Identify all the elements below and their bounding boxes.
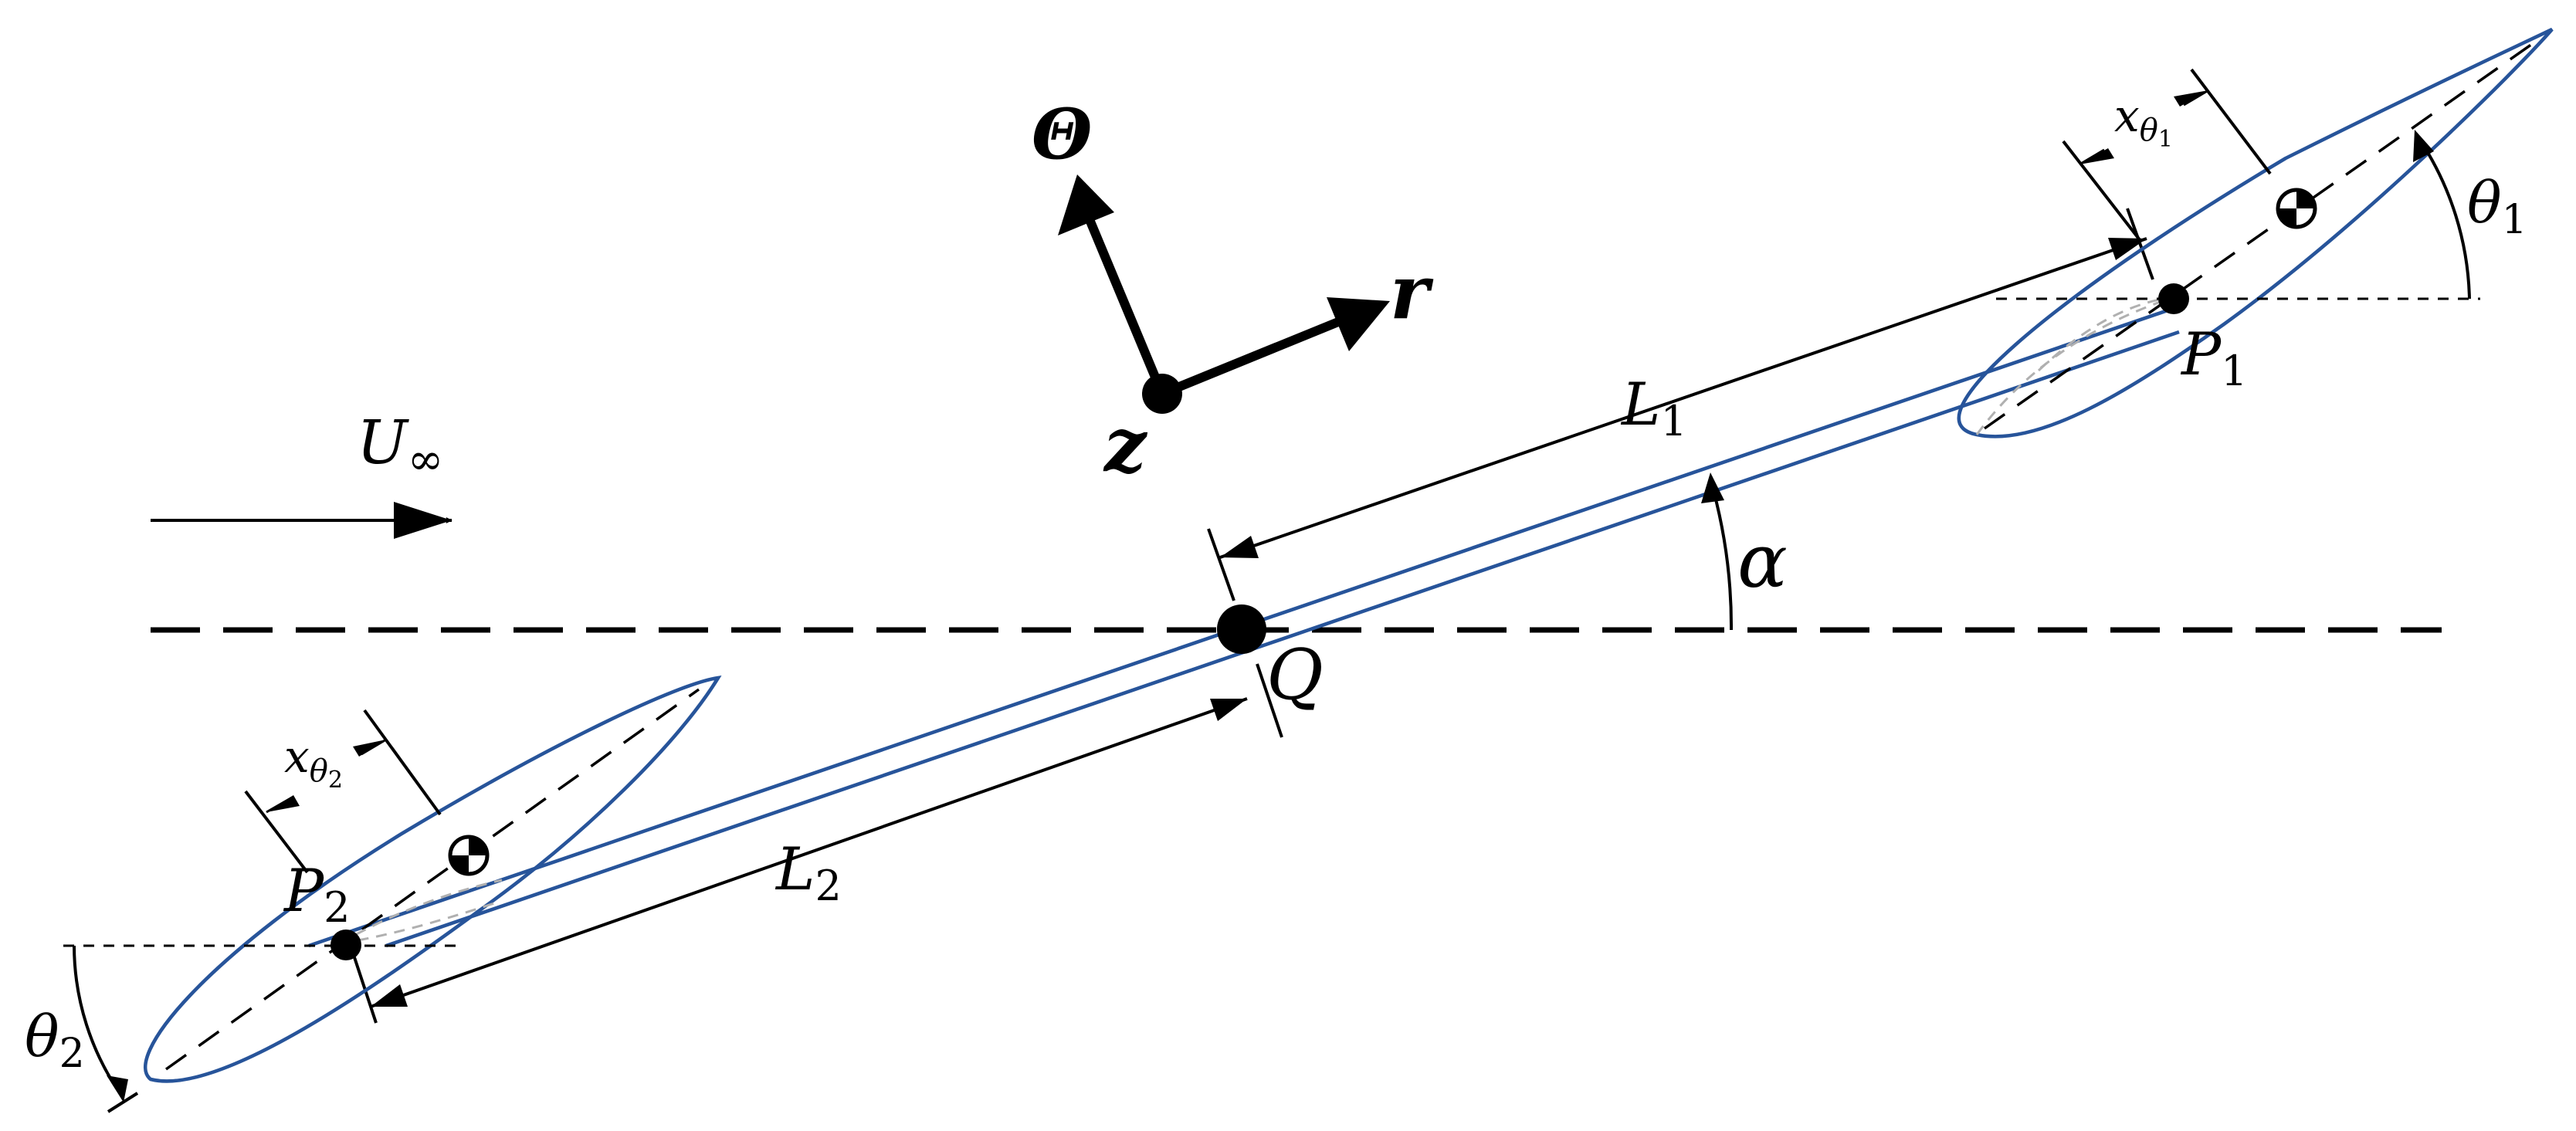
pivot-2-label: P2 — [283, 856, 351, 932]
x-theta1-label: xθ1 — [2114, 90, 2173, 153]
coordinate-axes: Θ r z — [1032, 93, 1434, 489]
freestream-arrowhead — [394, 502, 452, 539]
pivot-2-point — [330, 930, 361, 960]
airfoil-2 — [143, 676, 722, 1083]
theta1-arrowhead — [2413, 130, 2434, 162]
x-theta2-dimension — [244, 709, 442, 874]
center-of-mass-1-icon — [2276, 188, 2317, 229]
theta1-arc — [2418, 137, 2471, 300]
pivot-1-label: P1 — [2180, 320, 2248, 395]
alpha-arrowhead — [1701, 472, 1724, 503]
theta-axis-label: Θ — [1032, 93, 1092, 175]
l2-label: L2 — [774, 835, 842, 910]
x-theta1-dimension — [2062, 68, 2272, 242]
theta2-arrowhead — [107, 1075, 128, 1102]
theta1-label: θ1 — [2467, 170, 2527, 243]
z-axis-origin — [1142, 374, 1182, 414]
center-of-mass-2-icon — [448, 835, 490, 876]
freestream-label: U∞ — [357, 408, 443, 485]
airfoil-1-camber — [1975, 296, 2174, 435]
airfoil-2-chord — [164, 688, 700, 1071]
airfoil-2-camber — [339, 879, 503, 945]
airfoil-1 — [1957, 27, 2554, 439]
l2-dimension — [350, 663, 1283, 1024]
x-theta2-label: xθ2 — [284, 730, 343, 794]
r-axis-arrowhead — [1327, 297, 1390, 351]
hub-label: Q — [1266, 635, 1324, 716]
l1-dimension — [1207, 208, 2154, 601]
alpha-arc — [1710, 484, 1734, 631]
pivot-1-point — [2158, 283, 2189, 314]
z-axis-label: z — [1103, 401, 1148, 489]
hub-point — [1217, 604, 1266, 654]
alpha-label: α — [1737, 518, 1788, 604]
theta2-label: θ2 — [25, 1004, 85, 1077]
airfoil-1-chord — [1983, 41, 2536, 430]
l1-label: L1 — [1620, 370, 1687, 445]
theta-axis-arrowhead — [1058, 174, 1114, 235]
r-axis-label: r — [1390, 249, 1434, 336]
